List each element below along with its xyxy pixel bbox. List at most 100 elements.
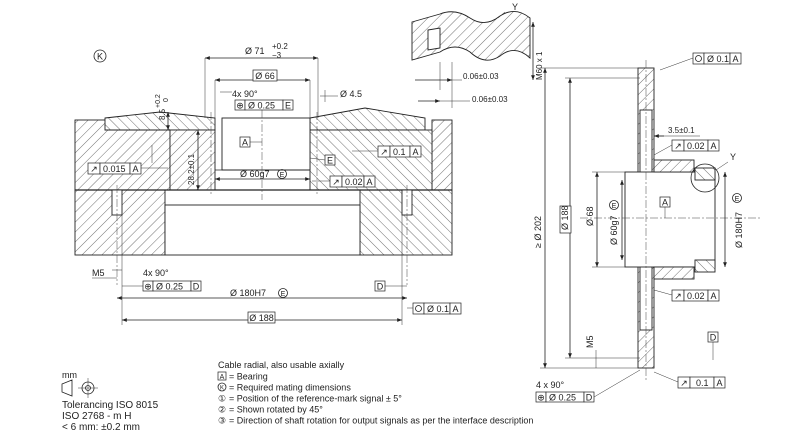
svg-text:↗: ↗	[674, 292, 682, 302]
svg-text:A: A	[132, 164, 138, 174]
view-k-circle	[93, 49, 107, 63]
svg-text:0.1: 0.1	[696, 378, 709, 388]
dim-h282: 28.2±0.1	[187, 153, 196, 185]
dim-35: 3.5±0.1	[668, 126, 695, 135]
svg-text:①: ①	[218, 395, 226, 405]
legend-tolerancing: Tolerancing ISO 8015	[62, 400, 159, 411]
svg-text:Ø 0.1: Ø 0.1	[427, 304, 449, 314]
svg-text:A: A	[710, 291, 716, 301]
bore-hole	[221, 117, 311, 171]
svg-text:↗: ↗	[332, 178, 340, 188]
svg-text:0.02: 0.02	[687, 291, 705, 301]
dim-dia71-upper: +0.2	[272, 42, 288, 51]
right-runout-01-A: ↗ 0.1 A	[653, 371, 726, 389]
note-rotation-direction: = Direction of shaft rotation for output…	[229, 416, 533, 426]
svg-text:↗: ↗	[680, 379, 688, 389]
chamfer-top: 4x 90°	[232, 89, 258, 99]
svg-text:D: D	[193, 282, 200, 292]
svg-text:0.02: 0.02	[687, 141, 705, 151]
svg-text:↗: ↗	[674, 142, 682, 152]
svg-text:0.1: 0.1	[393, 147, 406, 157]
svg-text:A: A	[732, 54, 738, 64]
detail-y-label: Y	[512, 2, 518, 12]
svg-text:E: E	[280, 172, 285, 179]
collar-left	[169, 129, 216, 191]
svg-text:Ø 0.1: Ø 0.1	[707, 54, 729, 64]
note-bearing: = Bearing	[229, 372, 268, 382]
right-section-view: Ø 0.1 A 3.5±0.1 ↗ 0.02 A Y ≥ Ø 202	[533, 52, 760, 404]
housing-left-upper	[74, 119, 171, 191]
position-frame-D: ⊕ Ø 0.25 D	[122, 280, 202, 293]
right-runout-002a: ↗ 0.02 A	[653, 139, 720, 156]
dim-h85-up: +0.2	[155, 94, 162, 108]
note-mating: = Required mating dimensions	[229, 383, 351, 393]
tolerance-legend: mm Tolerancing ISO 8015 ISO 2768 - m H <…	[61, 370, 159, 433]
left-section-view: K Ø 71 +0.2 −3	[74, 42, 462, 325]
label-m5: M5	[92, 268, 105, 278]
svg-text:↗: ↗	[380, 148, 388, 158]
chamfer-bottom: 4x 90°	[143, 268, 169, 278]
svg-text:⊕: ⊕	[144, 283, 152, 293]
svg-text:A: A	[716, 378, 722, 388]
svg-text:↗: ↗	[90, 165, 98, 175]
dim-m60: M60 x 1	[535, 51, 544, 80]
dim-r-dia60g7: Ø 60g7	[609, 215, 619, 245]
dim-r-dia68: Ø 68	[585, 206, 595, 226]
dim-ge202: ≥ Ø 202	[533, 216, 543, 248]
svg-text:D: D	[710, 333, 717, 343]
svg-text:A: A	[452, 304, 458, 314]
svg-text:E: E	[612, 203, 617, 210]
svg-text:Ø 0.25: Ø 0.25	[156, 282, 183, 292]
dim-dia71: Ø 71	[245, 46, 265, 56]
note-reference-mark: = Position of the reference-mark signal …	[229, 394, 402, 404]
svg-text:Ø 0.25: Ø 0.25	[248, 101, 275, 111]
svg-text:②: ②	[218, 406, 226, 416]
legend-unit: mm	[62, 370, 77, 380]
top-plate-right	[309, 107, 426, 131]
svg-text:E: E	[281, 291, 286, 298]
dim-h85: 8.5	[158, 108, 167, 120]
right-flat-frame: Ø 0.1 A	[659, 52, 742, 71]
housing-right-upper	[431, 119, 453, 191]
right-runout-002b: ↗ 0.02 A	[653, 289, 720, 302]
flange-center-gap	[164, 204, 361, 256]
svg-text:D: D	[586, 393, 593, 403]
svg-text:③: ③	[218, 417, 226, 427]
svg-text:D: D	[377, 282, 384, 292]
runout-frame-0015-A: ↗ 0.015 A	[87, 145, 168, 175]
right-position-frame: ⊕ Ø 0.25 D	[535, 369, 641, 404]
dim-dia71-lower: −3	[272, 51, 282, 60]
dim-r-dia188: Ø 188	[560, 205, 570, 230]
dim-h85-lo: 0	[163, 98, 170, 102]
dim-dia180H7: Ø 180H7	[230, 288, 266, 298]
view-k-label: K	[97, 52, 103, 62]
dim-r-dia180H7: Ø 180H7	[734, 212, 744, 248]
flat-frame-01-A: Ø 0.1 A	[407, 302, 462, 315]
projection-symbol-icon	[61, 379, 73, 397]
hub-body	[624, 171, 716, 268]
position-frame-E: ⊕ Ø 0.25 E	[234, 99, 294, 112]
svg-text:A: A	[242, 138, 248, 148]
dim-dia60g7: Ø 60g7	[240, 169, 270, 179]
dim-dia66: Ø 66	[255, 71, 275, 81]
runout-frame-01-A: ↗ 0.1 A	[352, 145, 422, 158]
dim-dia188: Ø 188	[249, 313, 274, 323]
label-r-m5: M5	[585, 335, 595, 348]
svg-text:⊕: ⊕	[236, 102, 244, 112]
svg-text:E: E	[327, 156, 333, 166]
detail-y-circle	[690, 163, 720, 193]
right-y-label: Y	[730, 152, 736, 162]
svg-text:⊕: ⊕	[537, 394, 545, 404]
svg-text:A: A	[662, 198, 668, 208]
svg-text:A: A	[710, 141, 716, 151]
svg-text:0.02: 0.02	[345, 177, 363, 187]
dim-dia45: Ø 4.5	[340, 89, 362, 99]
svg-text:E: E	[735, 196, 740, 203]
svg-text:K: K	[220, 386, 224, 392]
note-rotated: = Shown rotated by 45°	[229, 405, 323, 415]
runout-frame-002-A: ↗ 0.02 A	[312, 175, 376, 188]
svg-text:A: A	[366, 177, 372, 187]
notes-block: Cable radial, also usable axially A = Be…	[217, 360, 533, 427]
dim-006a: 0.06±0.03	[463, 72, 499, 81]
